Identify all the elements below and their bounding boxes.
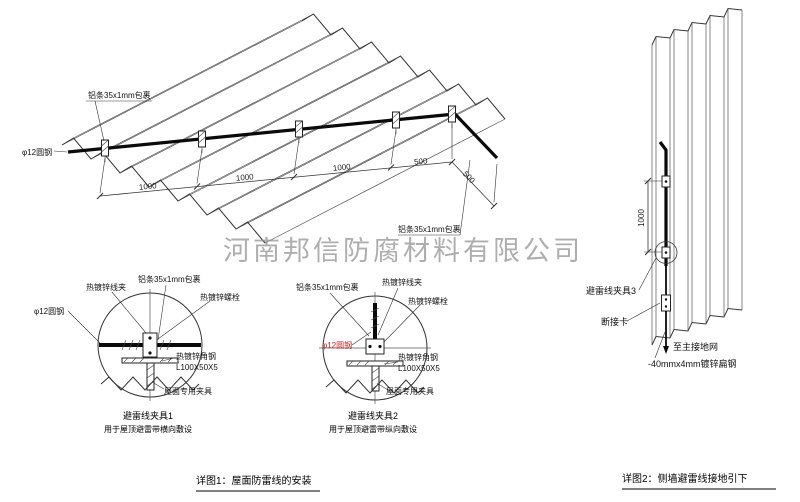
lightning-wire — [67, 112, 499, 160]
label-alu-strip-top: 铝条35x1mm包裹 — [88, 90, 151, 100]
down-conductor-wire — [658, 141, 668, 266]
detail1-leaders — [67, 284, 211, 390]
detail2-clamp — [365, 338, 385, 355]
caption-detail1-text: 详图1：屋面防雷线的安装 — [196, 474, 312, 487]
detail1-label-alu-wrap: 铝条35x1mm包裹 — [138, 274, 201, 284]
detail1-clamp — [142, 332, 158, 358]
roof-back-edge-profile — [301, 13, 506, 120]
wall-top-profile — [651, 7, 743, 46]
detail1-label-round-steel: φ12圆钢 — [34, 306, 64, 316]
detail2-roof-profile — [325, 379, 425, 394]
detail2-label-alu-wrap: 铝条35x1mm包裹 — [296, 282, 359, 292]
detail2-subtitle: 用于屋顶避雷带纵向敷设 — [329, 424, 417, 434]
detail1-alu-wrap-ticks — [121, 339, 172, 351]
caption-detail2: 详图2：侧墙避雷线接地引下 — [622, 472, 776, 490]
dimension-1000-3: 1000 — [332, 162, 351, 173]
detail2-label-bolt: 热镀锌螺栓 — [408, 296, 448, 306]
wall-wire-clamp — [661, 175, 671, 188]
label-alu-strip-right: 铝条35x1mm包裹 — [398, 224, 461, 234]
label-round-steel: φ12圆钢 — [22, 147, 52, 157]
wall-corrugation-lines — [651, 8, 743, 345]
roof-front-edge-profile — [61, 137, 266, 244]
detail1-angle-steel — [121, 357, 179, 391]
detail1-label-roof-clamp: 屋面专用夹具 — [164, 386, 212, 396]
ground-arrow — [663, 346, 669, 354]
wall-dimension-1000: 1000 — [637, 209, 646, 227]
detail1-title: 避雷线夹具1 — [123, 410, 173, 421]
clamp3-highlight-circle — [654, 241, 678, 264]
caption-detail1: 详图1：屋面防雷线的安装 — [196, 474, 320, 492]
detail2-label-roof-clamp: 屋面专用夹具 — [386, 386, 434, 396]
caption-detail2-text: 详图2：侧墙避雷线接地引下 — [622, 472, 748, 485]
detail2-label-wire-clip: 热镀锌线夹 — [382, 277, 422, 287]
dimension-ticks — [96, 158, 498, 210]
detail2-alu-wrap-ticks — [370, 307, 380, 329]
company-watermark: 河南邦信防腐材料有限公司 — [223, 236, 583, 267]
wall-dimension: 1000 — [637, 177, 662, 256]
wall-labels: 避雷线夹具3 断接卡 至主接地网 -40mmx4mm镀锌扁钢 — [586, 257, 737, 369]
roof-isometric-drawing: 1000 1000 1000 500 500 铝条35x1mm包裹 φ12圆钢 … — [22, 13, 506, 244]
detail1-label-bolt: 热镀锌螺栓 — [200, 292, 240, 302]
detail1-subtitle: 用于屋顶避雷带横向敷设 — [104, 424, 192, 434]
roof-corrugation-ridges — [61, 13, 506, 244]
disconnect-card — [661, 294, 671, 312]
detail1-label-angle-steel: 热镀锌角钢 — [176, 351, 216, 361]
detail1-label-wire-clip: 热镀锌线夹 — [86, 282, 126, 292]
dimension-1000-2: 1000 — [235, 172, 254, 183]
label-to-ground-grid: 至主接地网 — [673, 341, 718, 352]
dimension-500-1: 500 — [414, 156, 429, 166]
detail-1-drawing: 热镀锌线夹 铝条35x1mm包裹 热镀锌螺栓 φ12圆钢 热镀锌角钢 L100X… — [34, 274, 240, 434]
label-disconnect-card: 断接卡 — [601, 316, 628, 327]
dimension-1000-1: 1000 — [138, 181, 157, 192]
detail2-label-angle-spec: L100X50X5 — [398, 364, 440, 373]
detail2-label-round-steel: φ12圆钢 — [322, 340, 352, 350]
detail2-angle-steel — [346, 360, 404, 392]
wall-drawing: 1000 避雷线夹具3 断接卡 至主接地网 -40mmx4mm镀锌扁钢 — [586, 7, 743, 369]
detail2-title: 避雷线夹具2 — [348, 410, 398, 421]
label-clamp-3: 避雷线夹具3 — [586, 285, 636, 296]
wall-wire-clamp-3 — [654, 241, 678, 264]
detail-2-drawing: 铝条35x1mm包裹 热镀锌线夹 热镀锌螺栓 φ12圆钢 热镀锌角钢 L100X… — [296, 277, 448, 434]
detail1-label-angle-spec: L100X50X5 — [176, 363, 218, 372]
roof-labels: 铝条35x1mm包裹 φ12圆钢 铝条35x1mm包裹 — [22, 90, 471, 236]
detail1-roof-profile — [100, 376, 200, 391]
detail2-leaders — [329, 287, 421, 391]
label-flat-steel: -40mmx4mm镀锌扁钢 — [648, 358, 737, 369]
detail2-label-angle-steel: 热镀锌角钢 — [398, 352, 438, 362]
dimension-500-2: 500 — [461, 169, 477, 185]
